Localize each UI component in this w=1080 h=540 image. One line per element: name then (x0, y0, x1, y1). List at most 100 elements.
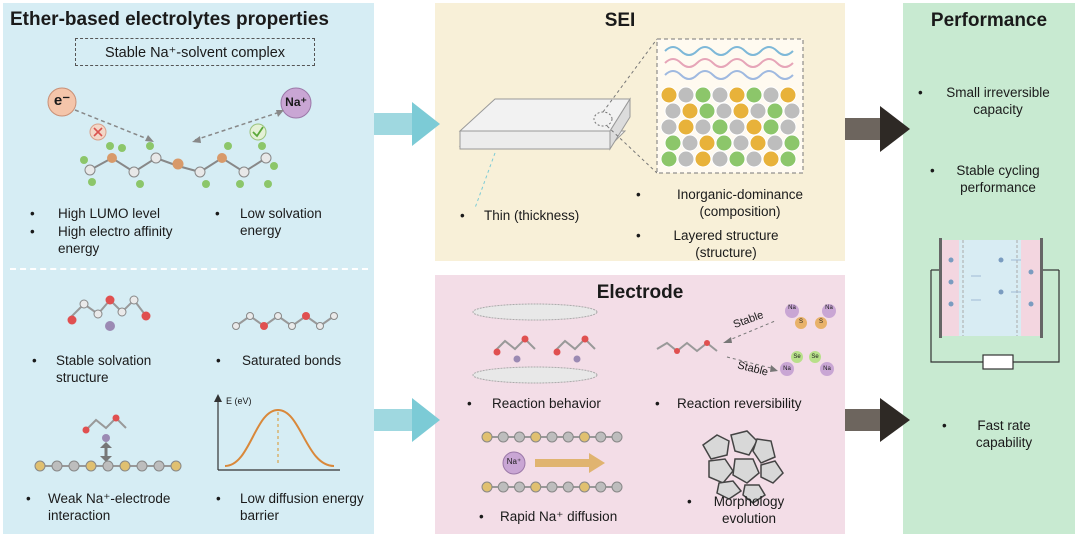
graphite-layers (472, 303, 598, 384)
inorganic-atom (779, 86, 797, 104)
solvation-structure-molecule (67, 295, 151, 331)
lattice-atom (481, 431, 493, 443)
bullet-saturated-bonds: Saturated bonds (242, 353, 342, 368)
lattice-atom (579, 481, 590, 493)
sei-thin: Thin (thickness) (484, 208, 580, 223)
inorganic-atom (728, 150, 746, 168)
bullet-dot: • (655, 396, 660, 411)
energy-axis-label: E (eV) (226, 396, 252, 406)
bullet-low-solvation: Low solvation energy (240, 206, 322, 238)
sei-illustration (458, 38, 804, 209)
sodium-icon (280, 87, 312, 119)
bullet-dot: • (30, 224, 35, 239)
lattice-atom (595, 481, 607, 493)
inorganic-atom (677, 118, 695, 136)
bullet-dot: • (687, 494, 692, 509)
electrolyte-title: Ether-based electrolytes properties (10, 9, 329, 30)
cross-icon (89, 123, 107, 141)
electrode-interaction (34, 414, 182, 472)
complex-box: Stable Na⁺-solvent complex (75, 38, 315, 66)
lattice-atom (546, 481, 558, 493)
lattice-atom (611, 431, 623, 443)
lattice-atom (530, 481, 542, 493)
inorganic-atom (677, 150, 695, 168)
inorganic-atom (660, 86, 678, 104)
inorganic-atom (715, 134, 733, 152)
lattice-atom (481, 481, 493, 493)
inorganic-atom (745, 118, 763, 136)
inorganic-atom (711, 86, 729, 104)
inorganic-atom (728, 118, 746, 136)
inorganic-atom (711, 150, 729, 168)
reaction-reversibility: Reaction reversibility (677, 396, 802, 411)
na-atom-label: Na (788, 305, 796, 311)
perf-stable-cycling: Stable cycling performance (956, 163, 1040, 195)
energy-barrier-plot (214, 394, 340, 471)
bullet-dot: • (636, 228, 641, 243)
performance-title: Performance (930, 10, 1048, 31)
inorganic-atom (660, 150, 678, 168)
inorganic-atom (677, 86, 695, 104)
divider (10, 268, 368, 270)
na-ion-label: Na⁺ (506, 457, 522, 466)
lattice-atom (611, 481, 623, 493)
inorganic-atom (762, 86, 780, 104)
battery-cell-diagram (930, 238, 1060, 370)
electrode-illustration (472, 303, 836, 504)
inorganic-atom (745, 86, 763, 104)
arrow-right-icon (845, 398, 910, 442)
sei-title: SEI (604, 10, 636, 31)
sodium-label: Na⁺ (285, 95, 307, 109)
bullet-stable-solvation: Stable solvation structure (56, 353, 152, 385)
bullet-low-diffusion: Low diffusion energy barrier (240, 491, 364, 523)
bullet-dot: • (215, 206, 220, 221)
inorganic-atom (694, 118, 712, 136)
electron-icon (47, 87, 77, 117)
inorganic-atom (779, 150, 797, 168)
se-atom-label: Se (793, 354, 801, 360)
saturated-chain-molecule (232, 312, 338, 330)
inorganic-atom (728, 86, 746, 104)
bullet-dot: • (942, 418, 947, 433)
lattice-atom (497, 481, 509, 493)
bullet-dot: • (467, 396, 472, 411)
bullet-dot: • (216, 491, 221, 506)
inorganic-atom (698, 102, 716, 120)
inorganic-atom (762, 150, 780, 168)
inorganic-atom (711, 118, 729, 136)
ether-molecule (80, 142, 278, 188)
rapid-diffusion: Rapid Na⁺ diffusion (500, 509, 618, 524)
inorganic-atom (732, 102, 750, 120)
inorganic-atom (766, 102, 784, 120)
lattice-atom (579, 431, 590, 443)
arrow-right-icon (845, 106, 910, 152)
bullet-dot: • (479, 509, 484, 524)
electron-label: e⁻ (53, 92, 71, 109)
check-icon (249, 123, 267, 141)
inorganic-atom (698, 134, 716, 152)
lattice-atom (530, 431, 542, 443)
na-atom-label: Na (783, 366, 791, 372)
inorganic-atom (681, 134, 699, 152)
arrow-right-icon (374, 398, 440, 442)
inorganic-atom (715, 102, 733, 120)
inorganic-layer (660, 86, 801, 168)
s-atom-label: S (818, 319, 823, 325)
se-atom-label: Se (811, 354, 819, 360)
na-atom-label: Na (823, 366, 831, 372)
organic-layer (664, 46, 794, 80)
inorganic-atom (664, 102, 682, 120)
diffusion-diagram (481, 431, 623, 493)
perf-fast-rate: Fast rate capability (975, 418, 1033, 450)
inorganic-atom (779, 118, 797, 136)
lattice-atom (595, 431, 607, 443)
sei-structure: Layered structure (structure) (673, 228, 779, 260)
inorganic-atom (749, 102, 767, 120)
inorganic-atom (783, 102, 801, 120)
lattice-atom (514, 481, 525, 493)
reaction-behavior: Reaction behavior (492, 396, 601, 411)
sei-slab (458, 97, 631, 151)
bullet-dot: • (32, 353, 37, 368)
morphology-cluster (702, 430, 784, 504)
